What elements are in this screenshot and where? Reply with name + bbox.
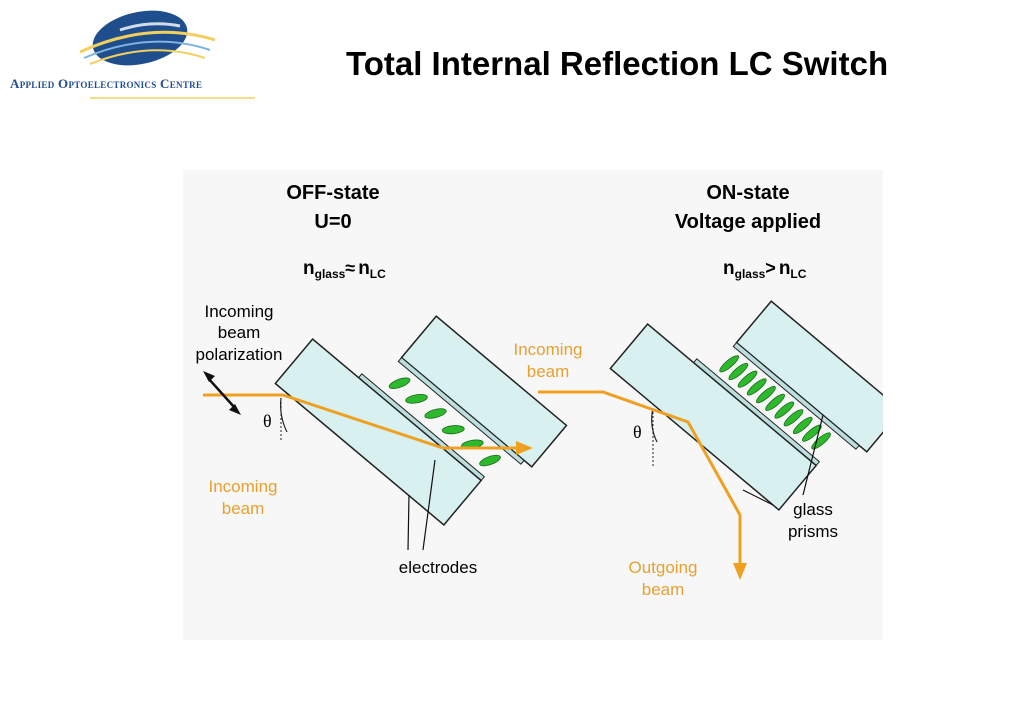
outgoing-beam-label: Outgoing beam xyxy=(629,558,698,599)
svg-text:beam: beam xyxy=(642,580,685,599)
on-upper-electrode xyxy=(732,341,860,450)
off-n-glass: nglass≈nLC xyxy=(303,258,386,281)
off-beam-arrowhead xyxy=(516,441,533,455)
on-beam-path xyxy=(538,390,742,565)
svg-text:Incoming: Incoming xyxy=(514,340,583,359)
page-title: Total Internal Reflection LC Switch xyxy=(346,45,889,82)
on-theta-label: θ xyxy=(633,422,642,442)
electrodes-label: electrodes xyxy=(399,558,477,577)
diagram-canvas: OFF-state U=0 nglass≈nLC θ Incoming bea xyxy=(183,170,903,640)
tir-switch-diagram: OFF-state U=0 nglass≈nLC θ Incoming bea xyxy=(183,170,903,640)
logo-text: Applied Optoelectronics Centre xyxy=(10,76,203,91)
off-state-heading: OFF-state xyxy=(286,182,379,204)
on-prism-assembly xyxy=(609,300,903,511)
prism-pointer-2 xyxy=(802,414,824,496)
on-upper-prism xyxy=(735,300,903,453)
svg-text:Incoming: Incoming xyxy=(205,302,274,321)
on-lc-molecules xyxy=(719,355,831,450)
electrode-pointer-1 xyxy=(407,494,410,551)
polarization-arrow xyxy=(207,377,236,409)
svg-text:beam: beam xyxy=(527,362,570,381)
on-state-heading: ON-state xyxy=(706,182,789,204)
on-beam-arrowhead xyxy=(733,563,747,580)
off-incoming-beam-label: Incoming beam xyxy=(209,477,278,518)
on-lower-prism xyxy=(609,323,818,511)
off-state-index-relation: nglass≈nLC xyxy=(303,258,386,281)
prism-pointer-1 xyxy=(742,489,774,506)
on-n-glass: nglass>nLC xyxy=(723,258,807,281)
logo-swoosh-icon xyxy=(79,10,255,99)
aoc-logo: Applied Optoelectronics Centre xyxy=(0,0,300,110)
off-beam-path xyxy=(203,393,518,450)
svg-text:prisms: prisms xyxy=(788,522,838,541)
incoming-polarization-label: Incoming beam polarization xyxy=(196,302,283,364)
off-lower-prism xyxy=(274,338,483,526)
svg-text:beam: beam xyxy=(222,499,265,518)
off-upper-prism xyxy=(400,315,568,468)
on-incoming-beam-label: Incoming beam xyxy=(514,340,583,381)
glass-prisms-label: glass prisms xyxy=(788,500,838,541)
svg-text:beam: beam xyxy=(218,323,261,342)
svg-text:glass: glass xyxy=(793,500,833,519)
off-theta-label: θ xyxy=(263,411,272,431)
off-prism-assembly xyxy=(274,315,568,526)
svg-text:Incoming: Incoming xyxy=(209,477,278,496)
on-state-index-relation: nglass>nLC xyxy=(723,258,807,281)
polarization-arrowhead-start xyxy=(203,371,215,382)
svg-text:polarization: polarization xyxy=(196,345,283,364)
off-state-condition: U=0 xyxy=(314,211,351,233)
electrode-pointer-2 xyxy=(422,459,436,551)
on-state-condition: Voltage applied xyxy=(675,211,821,233)
polarization-arrowhead-end xyxy=(229,404,241,415)
off-upper-electrode xyxy=(397,356,525,465)
svg-text:Outgoing: Outgoing xyxy=(629,558,698,577)
